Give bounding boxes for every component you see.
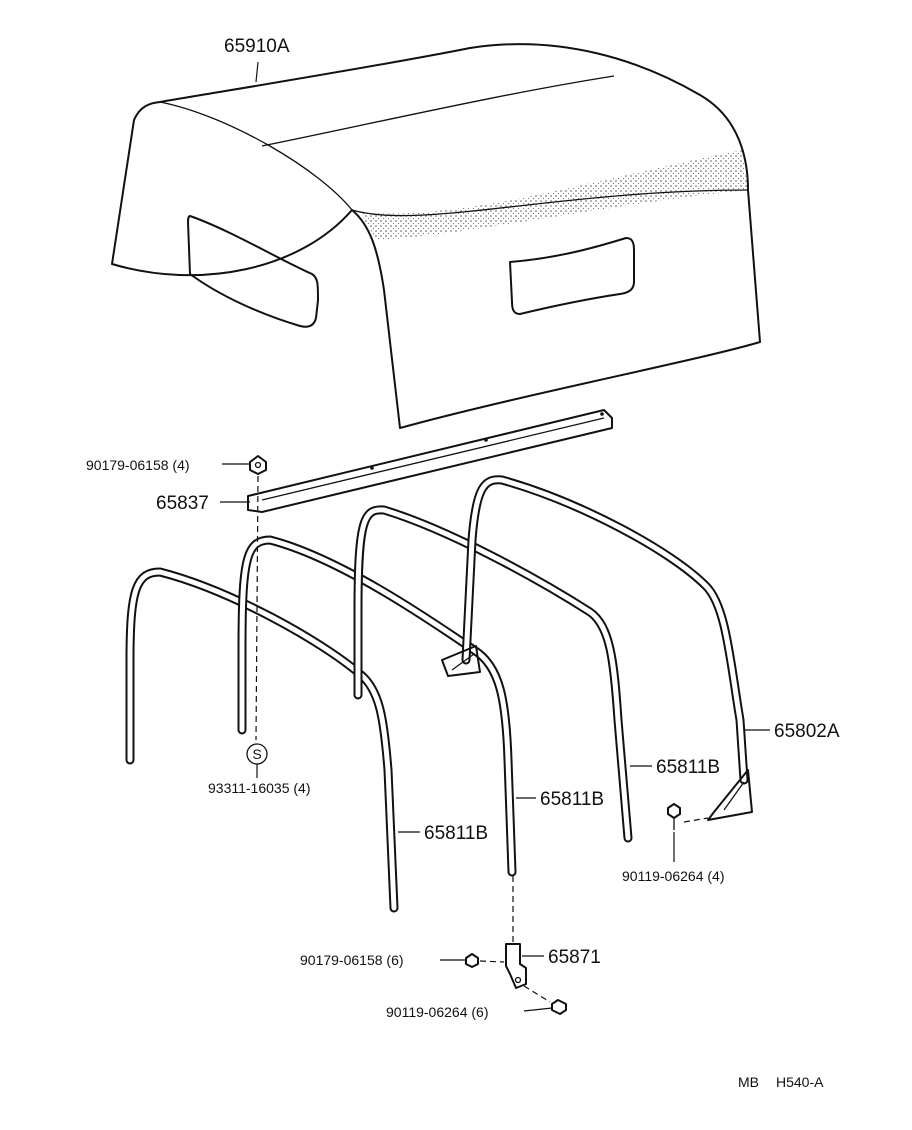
label-nut-top: 90179-06158 (4) <box>86 457 190 473</box>
bolt-rear <box>667 803 681 830</box>
footer-code2: H540-A <box>776 1074 824 1090</box>
label-frame-rear: 65802A <box>774 721 840 742</box>
dash-line-rear <box>683 817 709 823</box>
label-nut-bottom: 90179-06158 (6) <box>300 952 404 968</box>
label-screw: 93311-16035 (4) <box>208 780 310 796</box>
bracket-65871 <box>505 943 527 989</box>
nut-bottom <box>465 953 479 968</box>
dash-line-left <box>255 475 259 741</box>
label-bow-front: 65811B <box>424 823 488 844</box>
bow-mid <box>237 535 517 877</box>
screw-symbol: S <box>246 743 268 765</box>
bolt-bottom <box>551 999 567 1015</box>
label-bolt-rear: 90119-06264 (4) <box>622 868 724 884</box>
label-canopy: 65910A <box>224 36 290 57</box>
footer-code1: MB <box>738 1074 759 1090</box>
label-bow-mid: 65811B <box>540 789 604 810</box>
bow-front <box>125 567 399 913</box>
label-rail: 65837 <box>156 493 209 514</box>
frame-rear <box>441 475 753 821</box>
canopy-shell <box>111 43 761 429</box>
dash-line-nut <box>479 960 505 963</box>
leader-bolt-bottom <box>523 1007 553 1012</box>
label-bracket: 65871 <box>548 947 601 968</box>
screw-symbol-text: S <box>252 746 261 762</box>
side-rail <box>247 409 613 513</box>
bow-rear <box>353 505 633 843</box>
label-bolt-bottom: 90119-06264 (6) <box>386 1004 488 1020</box>
dash-line-bolt <box>523 985 551 1003</box>
leader-canopy <box>255 61 259 83</box>
label-bow-rear: 65811B <box>656 757 720 778</box>
nut-top <box>249 455 267 475</box>
